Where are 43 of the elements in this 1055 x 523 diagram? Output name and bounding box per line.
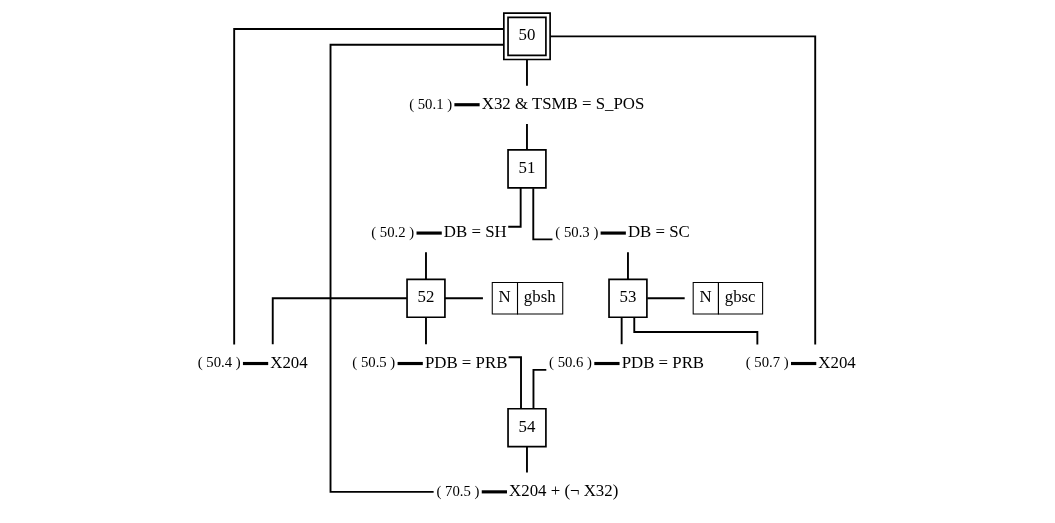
connector bbox=[646, 296, 686, 299]
node-label: ( 50.1 ) bbox=[409, 95, 453, 112]
connector bbox=[549, 34, 817, 345]
node-label: ( 50.2 ) bbox=[371, 223, 415, 240]
node-label: X204 + (¬ X32) bbox=[509, 480, 619, 500]
node-label: ( 50.4 ) bbox=[197, 353, 241, 370]
connector bbox=[329, 43, 505, 493]
connector bbox=[444, 296, 484, 299]
node-label: ( 50.6 ) bbox=[549, 353, 592, 370]
connector bbox=[526, 58, 528, 87]
node-label: X204 bbox=[270, 352, 308, 372]
connector bbox=[620, 316, 623, 345]
connector bbox=[425, 250, 427, 280]
node-box: 52 bbox=[406, 278, 446, 318]
node-bar bbox=[791, 361, 817, 365]
node-bar bbox=[594, 361, 620, 365]
connector bbox=[526, 445, 528, 474]
node-label: ( 70.5 ) bbox=[436, 482, 480, 499]
node-box: 54 bbox=[507, 407, 547, 447]
connector bbox=[627, 250, 629, 280]
node-label: X204 bbox=[818, 352, 856, 372]
node-label: ( 50.5 ) bbox=[352, 353, 396, 370]
node-box: 50 bbox=[503, 11, 551, 60]
node-label: DB = SH bbox=[443, 221, 507, 241]
node-label: ( 50.3 ) bbox=[555, 223, 599, 240]
node-bar bbox=[242, 361, 269, 365]
node-bar bbox=[416, 231, 442, 235]
node-label: PDB = PRB bbox=[621, 352, 705, 372]
node-bar bbox=[454, 102, 480, 106]
node-label: PDB = PRB bbox=[424, 352, 508, 372]
connector bbox=[425, 316, 427, 345]
node-bar bbox=[600, 231, 626, 235]
node-bar bbox=[397, 361, 423, 365]
connector bbox=[271, 296, 408, 345]
node-label: DB = SC bbox=[627, 221, 690, 241]
node-box: 53 bbox=[608, 278, 648, 318]
connector bbox=[526, 122, 528, 151]
node-label: X32 & TSMB = S_POS bbox=[481, 93, 645, 113]
connector bbox=[233, 27, 505, 345]
connector bbox=[532, 186, 554, 240]
node-box: 51 bbox=[507, 148, 547, 189]
node-label: ( 50.7 ) bbox=[745, 353, 789, 370]
node-bar bbox=[481, 489, 507, 493]
